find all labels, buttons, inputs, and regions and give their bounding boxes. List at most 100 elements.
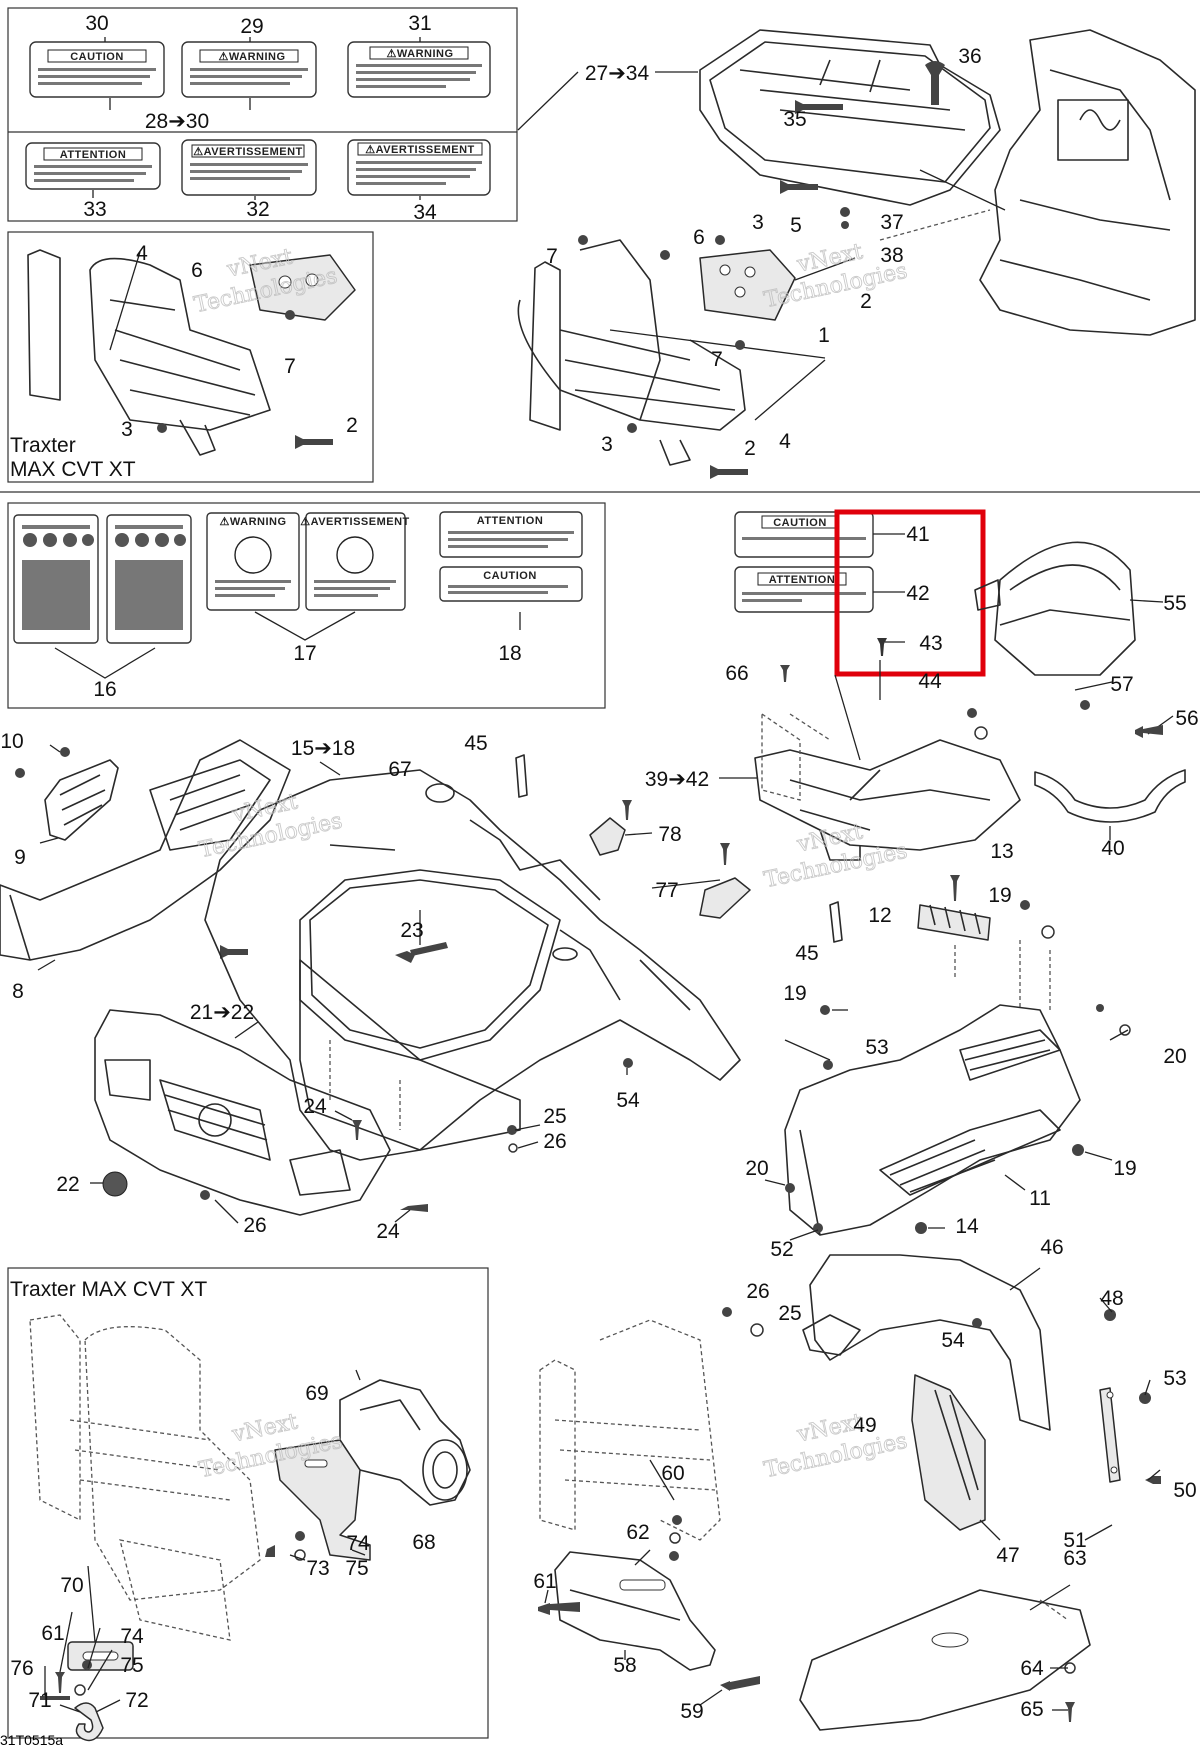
- decal-18: ATTENTION CAUTION: [439, 511, 583, 602]
- svg-text:⚠AVERTISSEMENT: ⚠AVERTISSEMENT: [365, 144, 475, 156]
- decal-16-bracket: [54, 647, 156, 679]
- callout-76: 76: [10, 1657, 33, 1680]
- svg-text:CAUTION: CAUTION: [773, 517, 827, 529]
- decal-box-middle: [7, 502, 606, 709]
- skid-plate-58: [554, 1551, 716, 1671]
- callout-9: 9: [14, 846, 26, 869]
- callouts: 30 29 31 28➔30 33 32 34 27➔34 36 35 5 37…: [0, 12, 1198, 1723]
- storage-bin: [299, 959, 521, 1151]
- decal-box-top: [7, 7, 518, 222]
- callout-50: 50: [1173, 1479, 1196, 1502]
- callout-67: 67: [388, 758, 411, 781]
- callout-45-b: 45: [795, 942, 818, 965]
- decal-33: ATTENTION: [25, 142, 161, 190]
- callout-77: 77: [655, 879, 678, 902]
- callout-58: 58: [613, 1654, 636, 1677]
- callout-59: 59: [680, 1700, 703, 1723]
- callout-45-a: 45: [464, 732, 487, 755]
- leader-lines: [37, 37, 1161, 1713]
- callout-26-b: 26: [243, 1214, 266, 1237]
- callout-74-a: 74: [346, 1532, 370, 1555]
- variant-label-bottom: Traxter MAX CVT XT: [10, 1278, 207, 1301]
- svg-text:⚠WARNING: ⚠WARNING: [219, 516, 286, 528]
- callout-31: 31: [408, 12, 431, 35]
- callout-78: 78: [658, 823, 681, 846]
- bracket-77: [699, 843, 751, 919]
- callout-3: 3: [752, 211, 764, 234]
- callout-39-42: 39➔42: [645, 768, 709, 791]
- callout-56: 56: [1175, 707, 1198, 730]
- callout-52: 52: [770, 1238, 793, 1261]
- rear-rack: [699, 29, 1001, 206]
- variant-label-top-line2: MAX CVT XT: [10, 458, 136, 481]
- callout-22: 22: [56, 1173, 79, 1196]
- callout-16: 16: [93, 678, 116, 701]
- callout-37: 37: [880, 211, 903, 234]
- callout-3-b: 3: [601, 433, 613, 456]
- callout-12: 12: [868, 904, 891, 927]
- callout-2-b: 2: [744, 437, 756, 460]
- decal-29: ⚠WARNING: [181, 41, 317, 98]
- callout-15-18: 15➔18: [291, 737, 355, 760]
- callout-26-c: 26: [746, 1280, 769, 1303]
- svg-text:ATTENTION: ATTENTION: [60, 149, 127, 161]
- callout-2-variant: 2: [346, 414, 358, 437]
- callout-41: 41: [906, 523, 929, 546]
- callout-44: 44: [918, 670, 942, 693]
- callout-27-34: 27➔34: [585, 62, 650, 85]
- callout-4-variant: 4: [136, 242, 148, 265]
- hardware-top: [157, 61, 945, 479]
- svg-text:⚠AVERTISSEMENT: ⚠AVERTISSEMENT: [193, 146, 303, 158]
- callout-4: 4: [779, 430, 791, 453]
- decal-31: ⚠WARNING: [347, 41, 491, 98]
- trim-40: [1034, 769, 1186, 823]
- hardware-left: [15, 747, 248, 959]
- fender-55: [974, 541, 1136, 676]
- callout-46: 46: [1040, 1236, 1063, 1259]
- decal-42: ATTENTION: [734, 566, 874, 613]
- callout-55: 55: [1163, 592, 1186, 615]
- callout-47: 47: [996, 1544, 1019, 1567]
- callout-62: 62: [626, 1521, 649, 1544]
- front-bracket: [699, 249, 796, 321]
- rear-fender-46: [802, 1254, 1051, 1431]
- right-footwell: [784, 1004, 1081, 1236]
- callout-49: 49: [853, 1414, 876, 1437]
- bumper-variant-bottom: [29, 1314, 261, 1641]
- callout-24-b: 24: [376, 1220, 400, 1243]
- callout-51: 51: [1063, 1529, 1086, 1552]
- callout-61-a: 61: [41, 1622, 64, 1645]
- callout-3-variant: 3: [121, 418, 133, 441]
- callout-29: 29: [240, 15, 263, 38]
- callout-69: 69: [305, 1382, 328, 1405]
- callout-63: 63: [1063, 1547, 1086, 1570]
- hardware-winch: [40, 1531, 306, 1700]
- bolt-13: [950, 875, 960, 901]
- front-bumper: [517, 239, 746, 466]
- callout-19-b: 19: [783, 982, 806, 1005]
- callout-73: 73: [306, 1557, 329, 1580]
- leader-27-34: [517, 71, 579, 131]
- callout-38: 38: [880, 244, 903, 267]
- decal-41: CAUTION: [734, 511, 874, 558]
- variant-box-bottom: [7, 1267, 489, 1739]
- winch-69: [339, 1379, 471, 1506]
- callout-26-a: 26: [543, 1130, 566, 1153]
- cap-67: [425, 783, 455, 803]
- callout-1: 1: [818, 324, 830, 347]
- svg-text:⚠WARNING: ⚠WARNING: [218, 51, 285, 63]
- callout-10: 10: [0, 730, 23, 753]
- storage-tub: [754, 739, 1021, 861]
- hardware-right-footwell: [785, 900, 1131, 1234]
- callout-7-variant: 7: [284, 355, 296, 378]
- figure-id: 31T0515a: [0, 1732, 63, 1747]
- callout-25-a: 25: [543, 1105, 566, 1128]
- callout-17: 17: [293, 642, 316, 665]
- bracket-51: [1099, 1387, 1121, 1483]
- callout-19-c: 19: [1113, 1157, 1136, 1180]
- mud-flap-47: [911, 1374, 986, 1531]
- hardware-right-mid: [780, 665, 1163, 740]
- callout-71: 71: [28, 1689, 51, 1712]
- decal-34: ⚠AVERTISSEMENT: [347, 139, 491, 196]
